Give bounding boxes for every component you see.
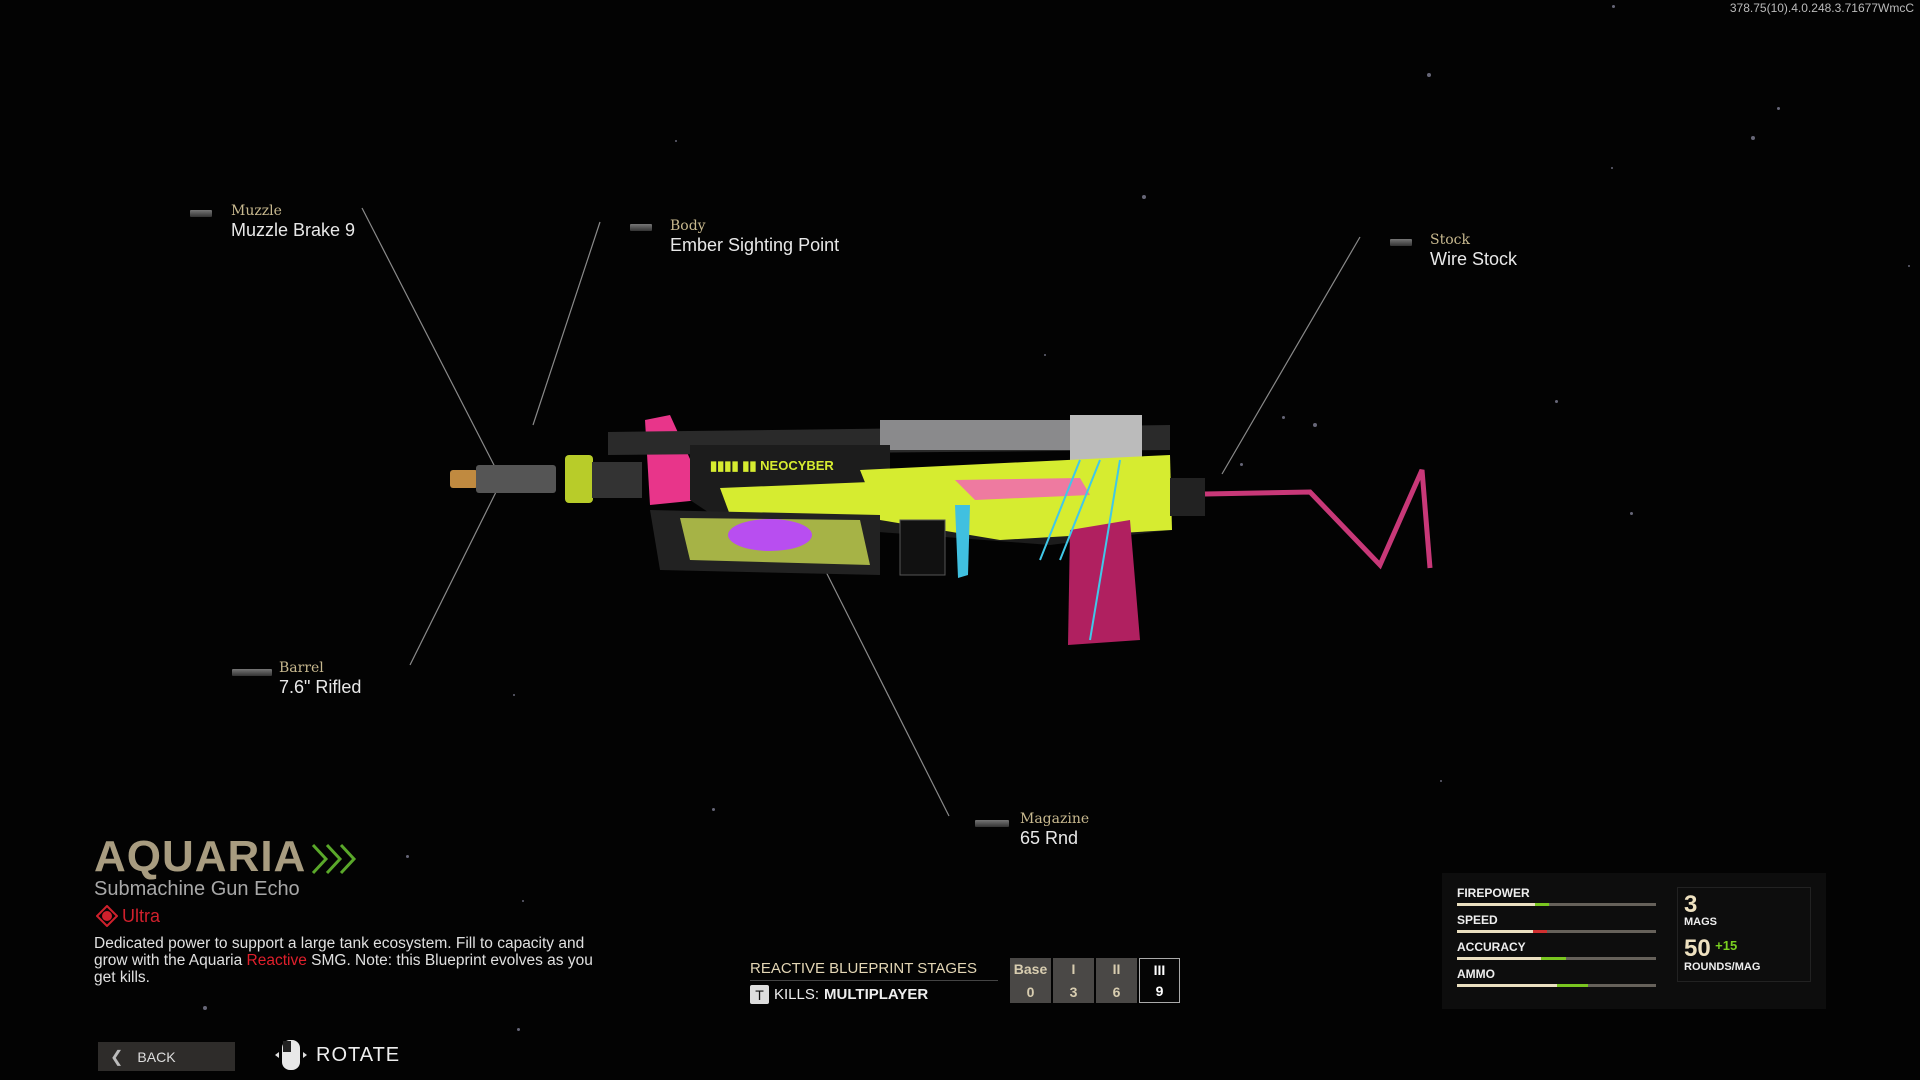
stat-base-fill xyxy=(1457,903,1535,906)
attachment-slot-label: Muzzle xyxy=(231,203,282,219)
star-particle xyxy=(675,140,677,142)
attachment-name: 65 Rnd xyxy=(1020,828,1079,848)
attachment-slot-label: Magazine xyxy=(1020,811,1090,827)
rounds-label: ROUNDS/MAG xyxy=(1684,961,1761,973)
star-particle xyxy=(1751,136,1755,140)
stat-speed: SPEED xyxy=(1457,913,1656,933)
svg-text:▮▮▮▮ ▮▮ NEOCYBER: ▮▮▮▮ ▮▮ NEOCYBER xyxy=(710,458,834,473)
star-particle xyxy=(1611,167,1613,169)
rotate-control[interactable]: ROTATE xyxy=(274,1038,400,1072)
star-particle xyxy=(522,900,524,902)
back-button[interactable]: ❮ BACK xyxy=(98,1042,235,1071)
attachment-name: Wire Stock xyxy=(1430,249,1518,269)
star-particle xyxy=(1908,265,1910,267)
rarity-label: Ultra xyxy=(122,905,161,926)
stat-label: SPEED xyxy=(1457,913,1498,927)
rank-chevrons-icon xyxy=(311,843,357,875)
blueprint-stages-info: REACTIVE BLUEPRINT STAGES T KILLS:MULTIPL… xyxy=(750,960,998,1004)
star-particle xyxy=(406,855,409,858)
magazine-icon xyxy=(975,820,1009,827)
star-particle xyxy=(1777,107,1780,110)
star-particle xyxy=(1142,195,1146,199)
star-particle xyxy=(1630,512,1633,515)
ammo-summary: 3 MAGS 50 +15 ROUNDS/MAG xyxy=(1677,887,1811,982)
star-particle xyxy=(1313,423,1317,427)
rotate-label: ROTATE xyxy=(316,1043,401,1066)
stock-icon xyxy=(1390,239,1412,246)
stat-mod-fill xyxy=(1556,984,1589,987)
barrel-icon xyxy=(232,669,272,676)
star-particle xyxy=(1440,780,1442,782)
ultra-rarity-icon xyxy=(96,905,118,927)
stat-bar xyxy=(1457,957,1656,960)
stat-bar xyxy=(1457,984,1656,987)
rounds-bonus: +15 xyxy=(1715,938,1738,953)
weapon-stats-panel: FIREPOWER SPEED ACCURACY AMMO 3 MAGS 50 +15… xyxy=(1442,873,1826,1009)
star-particle xyxy=(1555,400,1558,403)
star-particle xyxy=(1044,354,1046,356)
chevron-left-icon: ❮ xyxy=(110,1048,124,1066)
stat-mod-fill xyxy=(1532,930,1547,933)
attachment-slot-label: Barrel xyxy=(279,660,324,676)
attachment-name: 7.6" Rifled xyxy=(279,677,362,697)
weapon-name: AQUARIA xyxy=(94,832,307,881)
stat-ammo: AMMO xyxy=(1457,967,1656,987)
muzzle-icon xyxy=(190,210,212,217)
rarity-badge: Ultra xyxy=(96,905,160,927)
rounds-value: 50 xyxy=(1684,935,1711,962)
back-label: BACK xyxy=(137,1048,176,1065)
star-particle xyxy=(1612,5,1615,8)
kills-label: KILLS: xyxy=(774,986,820,1003)
stat-base-fill xyxy=(1457,984,1557,987)
kills-mode: MULTIPLAYER xyxy=(824,986,929,1003)
mouse-icon xyxy=(275,1040,307,1070)
key-hint-t[interactable]: T xyxy=(750,985,769,1004)
star-particle xyxy=(203,1006,207,1010)
mags-label: MAGS xyxy=(1684,916,1717,928)
stat-label: FIREPOWER xyxy=(1457,886,1530,900)
stat-bar xyxy=(1457,903,1656,906)
stat-mod-fill xyxy=(1540,957,1567,960)
attachment-slot-label: Body xyxy=(670,218,706,234)
star-particle xyxy=(1240,463,1243,466)
star-particle xyxy=(1282,416,1285,419)
stat-accuracy: ACCURACY xyxy=(1457,940,1656,960)
stat-label: AMMO xyxy=(1457,967,1495,981)
weapon-class: Submachine Gun Echo xyxy=(94,878,300,900)
optic-icon xyxy=(630,224,652,231)
attachment-slot-label: Stock xyxy=(1430,232,1470,248)
star-particle xyxy=(513,694,515,696)
attachment-name: Ember Sighting Point xyxy=(670,235,840,255)
stat-bar xyxy=(1457,930,1656,933)
build-id: 378.75(10).4.0.248.3.71677WmcC xyxy=(1729,1,1914,15)
attachment-name: Muzzle Brake 9 xyxy=(231,220,356,240)
star-particle xyxy=(1427,73,1431,77)
mags-value: 3 xyxy=(1684,891,1698,918)
stat-base-fill xyxy=(1457,957,1541,960)
star-particle xyxy=(517,1028,520,1031)
stat-firepower: FIREPOWER xyxy=(1457,886,1656,906)
star-particle xyxy=(712,808,715,811)
stat-label: ACCURACY xyxy=(1457,940,1526,954)
stat-base-fill xyxy=(1457,930,1533,933)
weapon-description: Dedicated power to support a large tank … xyxy=(94,935,593,986)
stat-mod-fill xyxy=(1534,903,1549,906)
blueprint-stages-title: REACTIVE BLUEPRINT STAGES xyxy=(750,960,998,981)
